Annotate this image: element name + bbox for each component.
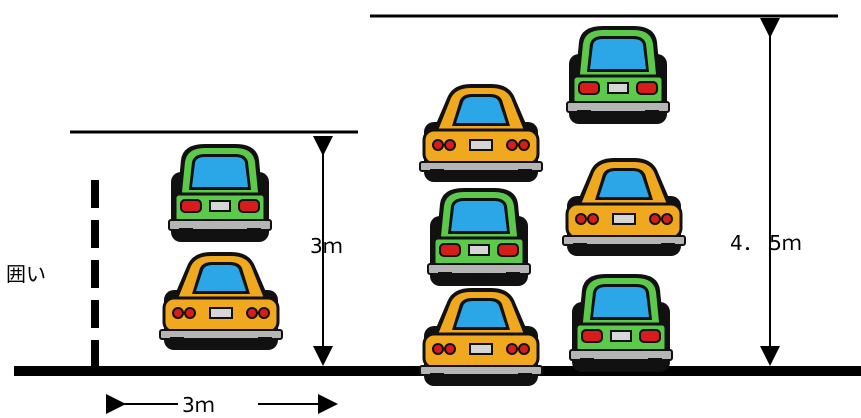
left-height-label: 3ｍ — [310, 234, 343, 258]
car-right-a-middle — [426, 186, 532, 288]
width-label-bg — [178, 392, 258, 416]
car-right-b-top — [565, 24, 671, 126]
width-label: 3ｍ — [182, 393, 215, 417]
car-right-a-bottom — [418, 286, 544, 388]
right-height-label: 4． 5ｍ — [730, 231, 802, 255]
car-right-a-top — [418, 82, 544, 184]
car-right-b-middle — [561, 156, 687, 258]
car-left-top — [167, 142, 273, 244]
car-left-bottom — [158, 250, 284, 352]
fence-label: 囲い — [6, 262, 46, 286]
car-right-b-bottom — [568, 272, 674, 374]
